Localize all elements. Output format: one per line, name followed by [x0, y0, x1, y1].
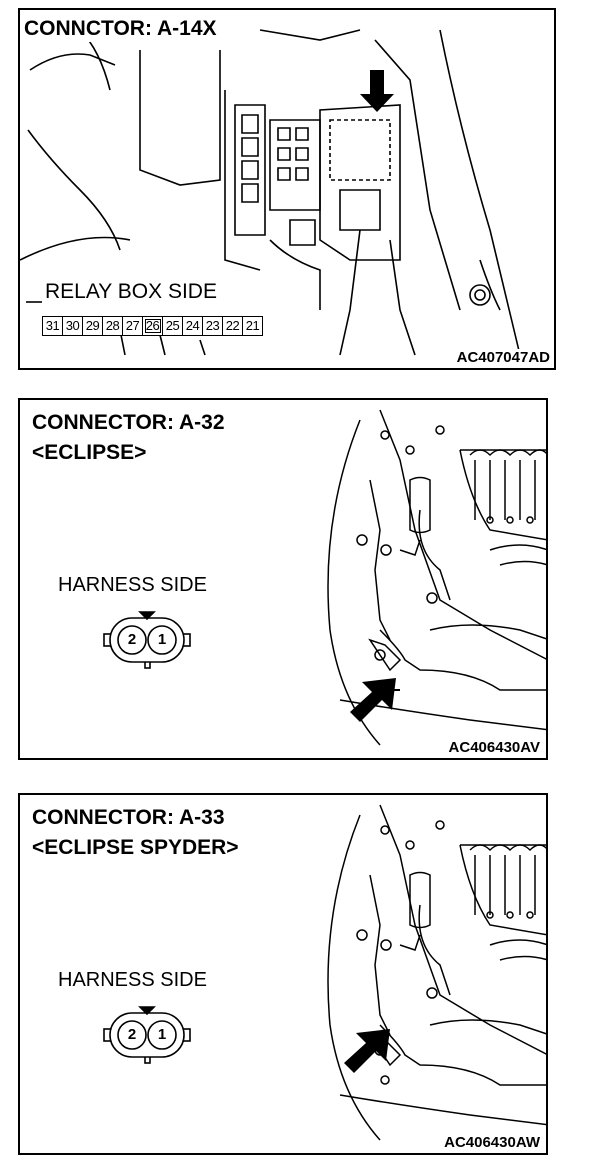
arrow-pointer-icon [350, 678, 396, 722]
engine-bay-illustration [327, 804, 546, 1141]
connector-variant: <ECLIPSE SPYDER> [32, 835, 243, 861]
connector-a33-panel: CONNECTOR: A-33 <ECLIPSE SPYDER> HARNESS… [18, 793, 548, 1155]
figure-code: AC407047AD [456, 349, 550, 366]
pin-28: 28 [103, 317, 123, 335]
relay-box-side-label: RELAY BOX SIDE [42, 280, 220, 304]
pin-27: 27 [123, 317, 143, 335]
two-pin-connector: 2 1 [102, 610, 192, 670]
pin-24: 24 [183, 317, 203, 335]
pin-29: 29 [83, 317, 103, 335]
pin-1: 1 [157, 1026, 167, 1043]
connector-title: CONNCTOR: A-14X [24, 16, 221, 42]
connector-outline-icon [103, 611, 191, 669]
pin-22: 22 [223, 317, 243, 335]
connector-title: CONNECTOR: A-33 [32, 805, 229, 831]
pin-23: 23 [203, 317, 223, 335]
relay-pin-row: 31 30 29 28 27 26 25 24 23 22 21 [42, 316, 263, 336]
engine-bay-illustration [327, 409, 546, 746]
pin-2: 2 [127, 1026, 137, 1043]
connector-title: CONNECTOR: A-32 [32, 410, 229, 436]
arrow-pointer-icon [344, 1029, 390, 1073]
connector-variant: <ECLIPSE> [32, 440, 151, 466]
connector-a32-panel: CONNECTOR: A-32 <ECLIPSE> HARNESS SIDE 2… [18, 398, 548, 760]
harness-side-label: HARNESS SIDE [58, 574, 207, 596]
figure-code: AC406430AV [448, 739, 540, 756]
connector-outline-icon [103, 1006, 191, 1064]
figure-code: AC406430AW [444, 1134, 540, 1151]
two-pin-connector: 2 1 [102, 1005, 192, 1065]
pin-25: 25 [163, 317, 183, 335]
pin-26: 26 [143, 317, 163, 335]
pin-1: 1 [157, 631, 167, 648]
connector-a14x-panel: CONNCTOR: A-14X RELAY BOX SIDE 31 30 29 … [18, 8, 556, 370]
harness-side-label: HARNESS SIDE [58, 969, 207, 991]
arrow-pointer-icon [360, 70, 394, 112]
pin-2: 2 [127, 631, 137, 648]
pin-21: 21 [245, 318, 260, 333]
pin-30: 30 [63, 317, 83, 335]
pin-31: 31 [43, 317, 63, 335]
